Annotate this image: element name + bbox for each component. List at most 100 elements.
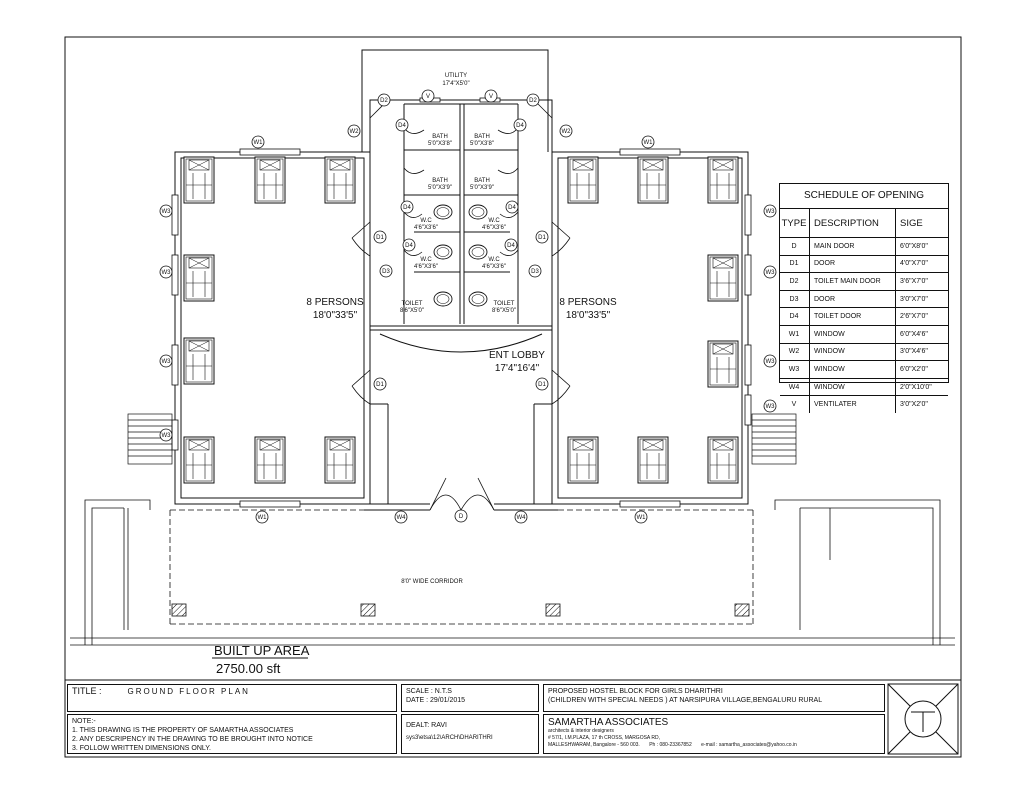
toilet-label: TOILET: [402, 301, 423, 307]
lobby-size: 17'4"16'4": [495, 363, 540, 374]
scale: SCALE : N.T.S: [406, 688, 452, 695]
column-hatches: [171, 603, 750, 617]
tag-d4: D4: [516, 123, 524, 129]
tag-w2: W2: [562, 129, 572, 135]
project-line-1: PROPOSED HOSTEL BLOCK FOR GIRLS DHARITHR…: [548, 688, 723, 695]
firm-email: e-mail : samartha_associates@yahoo.co.in: [701, 742, 797, 748]
scale-date-box: SCALE : N.T.S DATE : 29/01/2015: [401, 684, 539, 712]
schedule-cell: 2'0"X10'0": [895, 378, 948, 397]
schedule-cell: WINDOW: [809, 360, 896, 379]
bath-size: 5'0"X3'9": [428, 185, 452, 191]
opening-tags: W1 W1 W3 W3 W3 W3 W3 W3 W3 W3 W1 W1 W4 W…: [162, 94, 776, 521]
dealt-by: DEALT: RAVI: [406, 722, 447, 729]
schedule-cell: 6'0"X4'6": [895, 325, 948, 344]
schedule-header-type: TYPE: [780, 209, 810, 238]
toilet-label: TOILET: [494, 301, 515, 307]
tag-d1: D1: [538, 382, 546, 388]
bath-size: 5'0"X3'8": [428, 141, 452, 147]
dorm-right-label: 8 PERSONS: [559, 297, 617, 308]
schedule-cell: TOILET MAIN DOOR: [809, 272, 896, 291]
schedule-cell: W2: [780, 343, 810, 362]
tag-w3: W3: [162, 359, 172, 365]
schedule-cell: DOOR: [809, 290, 896, 309]
schedule-title: SCHEDULE OF OPENING: [780, 184, 948, 209]
schedule-cell: WINDOW: [809, 325, 896, 344]
notes-title: NOTE:-: [72, 718, 96, 725]
schedule-cell: 6'0"X2'0": [895, 360, 948, 379]
schedule-cell: D: [780, 237, 810, 256]
project-box: PROPOSED HOSTEL BLOCK FOR GIRLS DHARITHR…: [543, 684, 885, 712]
lobby-arch: [379, 333, 543, 353]
schedule-cell: 3'0"X4'6": [895, 343, 948, 362]
tag-d4: D4: [507, 243, 515, 249]
utility-size: 17'4"X5'0": [442, 81, 469, 87]
tag-d3: D3: [382, 269, 390, 275]
schedule-cell: WINDOW: [809, 378, 896, 397]
wc-size: 4'6"X3'6": [414, 264, 438, 270]
notes-box: NOTE:- 1. THIS DRAWING IS THE PROPERTY O…: [67, 714, 397, 754]
tag-d4: D4: [405, 243, 413, 249]
tag-d2: D2: [380, 98, 388, 104]
firm-tagline: architects & interior designers: [548, 728, 614, 734]
schedule-cell: D2: [780, 272, 810, 291]
dealt-box: DEALT: RAVI sys3\etsa\12\ARCH\DHARITHRI: [401, 714, 539, 754]
drawing-title: GROUND FLOOR PLAN: [127, 687, 250, 696]
tag-d1: D1: [376, 382, 384, 388]
schedule-cell: MAIN DOOR: [809, 237, 896, 256]
wc-label: W.C: [488, 257, 500, 263]
corridor-outline: [70, 499, 955, 646]
dorm-right-size: 18'0"33'5": [566, 310, 611, 321]
tag-d3: D3: [531, 269, 539, 275]
tag-w4: W4: [397, 515, 407, 521]
schedule-cell: 2'6"X7'0": [895, 307, 948, 326]
windows: [171, 97, 752, 508]
bath-label: BATH: [432, 178, 448, 184]
tag-w3: W3: [162, 209, 172, 215]
room-labels: UTILITY 17'4"X5'0" BATH 5'0"X3'8" BATH 5…: [306, 73, 617, 585]
tag-w1: W1: [258, 515, 268, 521]
bath-size: 5'0"X3'9": [470, 185, 494, 191]
wc-label: W.C: [420, 257, 432, 263]
tag-w3: W3: [766, 209, 776, 215]
title-box: TITLE : GROUND FLOOR PLAN: [67, 684, 397, 712]
tag-v: V: [426, 94, 430, 100]
bath-label: BATH: [474, 134, 490, 140]
built-up-value: 2750.00 sft: [216, 661, 281, 676]
firm-address: # 57/1, I.M.PLAZA, 17 th CROSS, MARGOSA …: [548, 735, 660, 741]
schedule-cell: 3'0"X7'0": [895, 290, 948, 309]
tag-d1: D1: [376, 235, 384, 241]
lobby-label: ENT LOBBY: [489, 350, 545, 361]
utility-label: UTILITY: [445, 73, 467, 79]
schedule-cell: W1: [780, 325, 810, 344]
corridor-label: 8'0" WIDE CORRIDOR: [401, 579, 463, 585]
firm-phone: Ph : 080-23367852: [649, 742, 692, 748]
note-1: 1. THIS DRAWING IS THE PROPERTY OF SAMAR…: [72, 727, 294, 734]
project-line-2: (CHILDREN WITH SPECIAL NEEDS ) AT NARSIP…: [548, 697, 823, 704]
schedule-cell: W4: [780, 378, 810, 397]
toilet-size: 8'6"X5'0": [492, 308, 516, 314]
schedule-cell: D4: [780, 307, 810, 326]
firm-name: SAMARTHA ASSOCIATES: [548, 717, 669, 728]
schedule-header-size: SIGE: [895, 209, 948, 238]
tag-d1: D1: [538, 235, 546, 241]
tag-w3: W3: [162, 433, 172, 439]
wc-size: 4'6"X3'6": [414, 225, 438, 231]
schedule-cell: VENTILATER: [809, 395, 896, 413]
schedule-cell: 3'6"X7'0": [895, 272, 948, 291]
date: DATE : 29/01/2015: [406, 697, 466, 704]
firm-box: SAMARTHA ASSOCIATES architects & interio…: [543, 714, 885, 754]
schedule-cell: D3: [780, 290, 810, 309]
schedule-of-opening-table: SCHEDULE OF OPENING TYPE DESCRIPTION SIG…: [779, 183, 949, 413]
tag-w2: W2: [350, 129, 360, 135]
